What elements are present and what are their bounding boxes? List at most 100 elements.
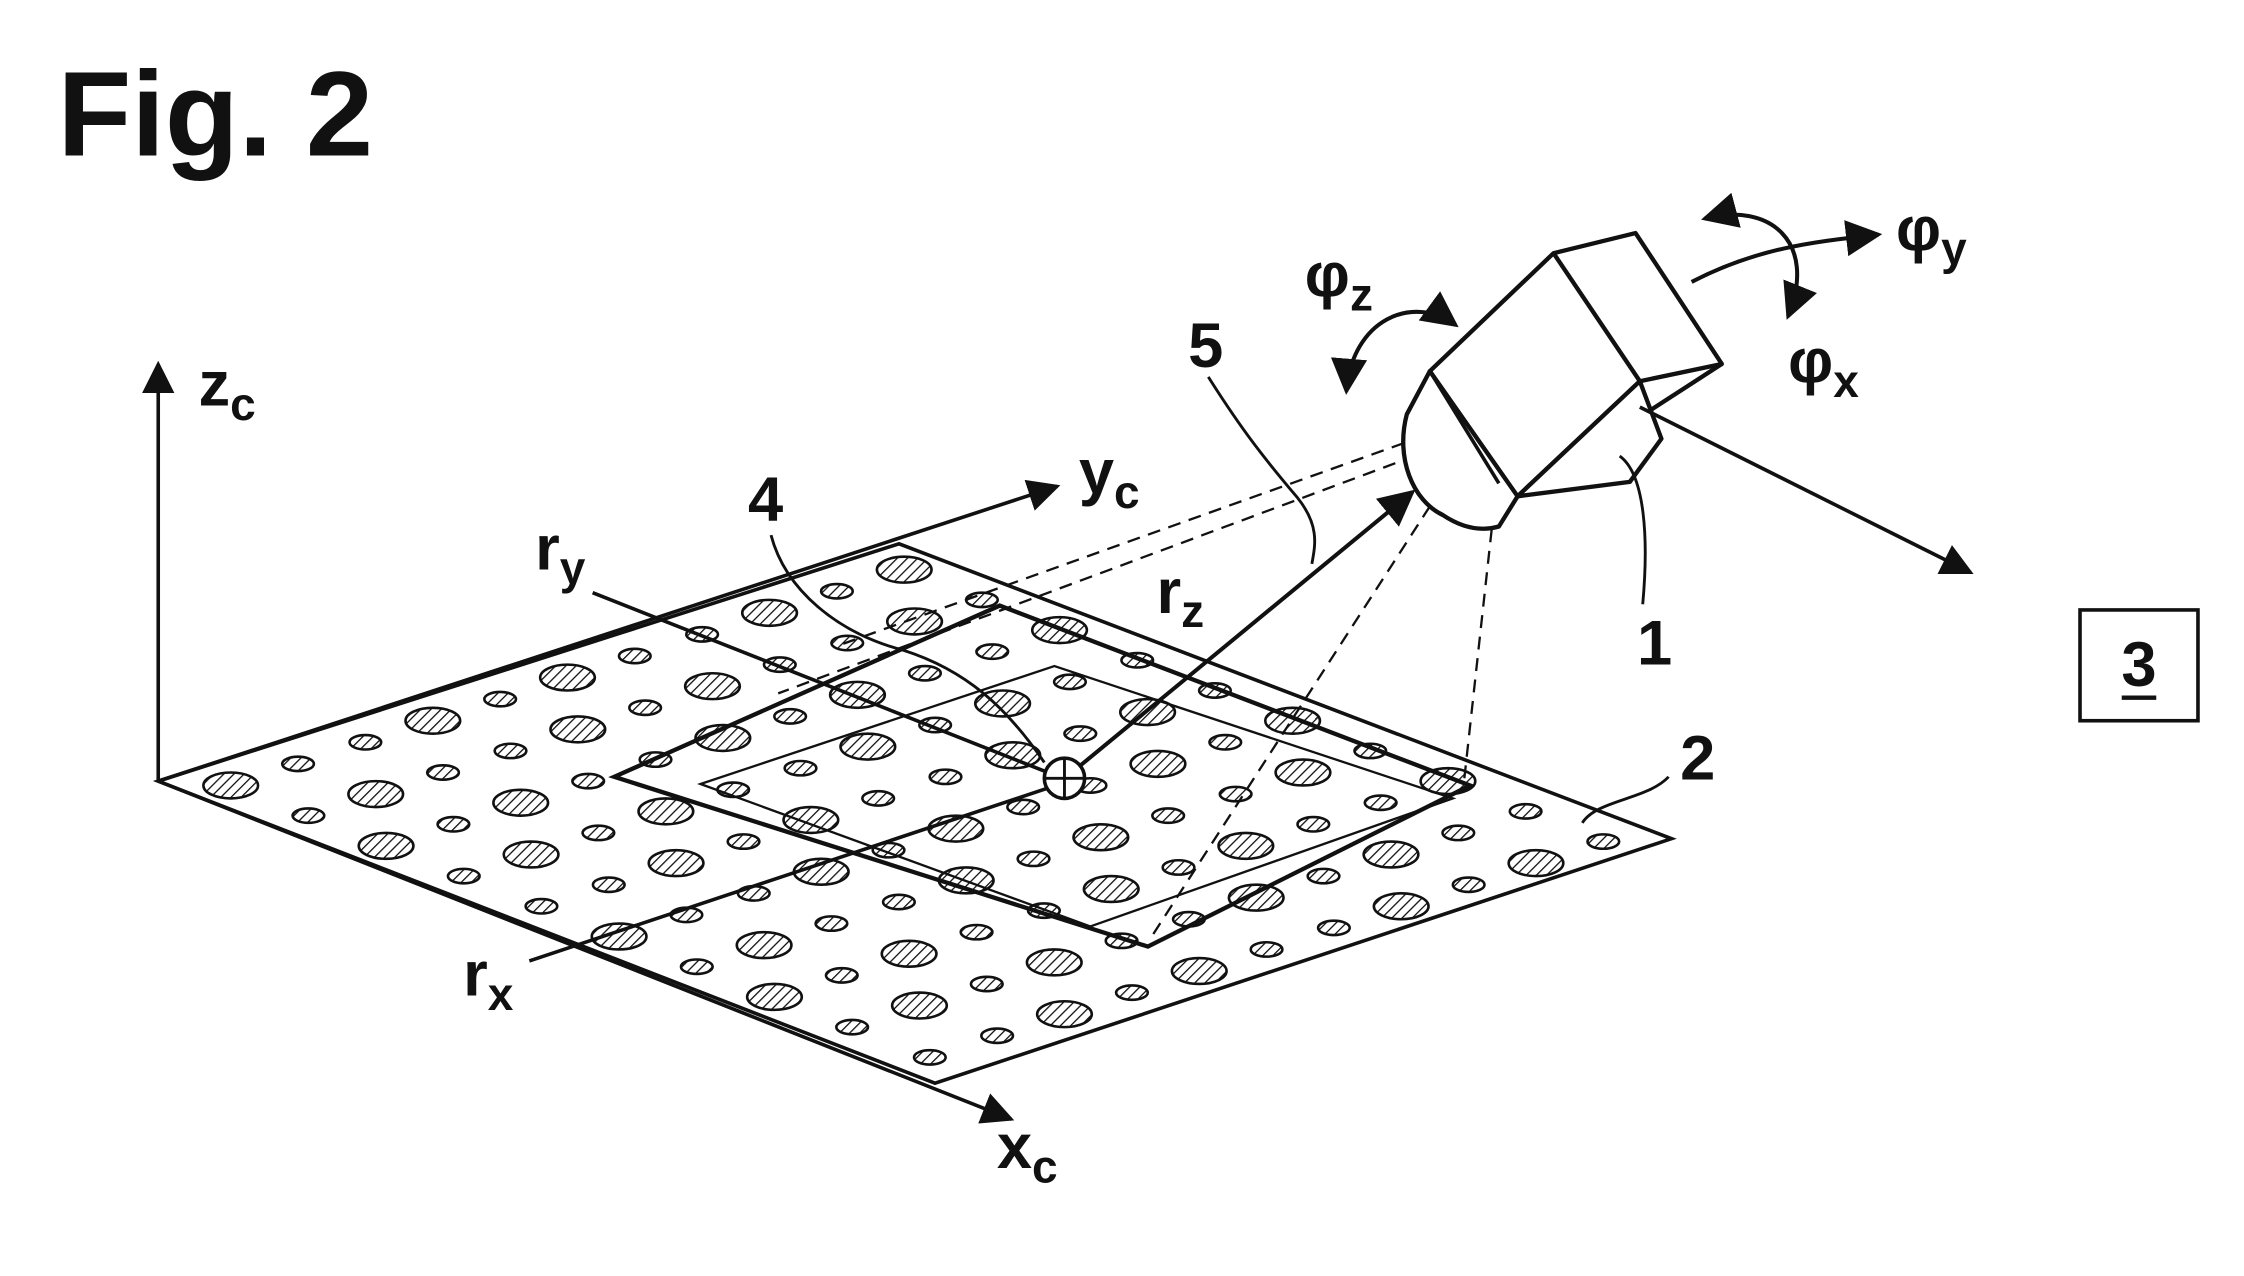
plate-dot: [814, 915, 849, 933]
plate-dot: [492, 788, 550, 817]
plate-dot: [425, 764, 461, 781]
plate-dot: [918, 716, 953, 734]
plate-dot: [1072, 822, 1130, 852]
y-axis-label: yc: [1079, 437, 1140, 517]
plate-dot: [980, 1027, 1015, 1045]
plate-dot: [571, 772, 606, 790]
plate-dot: [880, 939, 938, 969]
phi-x-label: φx: [1788, 327, 1859, 407]
field-of-view-outer: [608, 603, 1476, 949]
plate-dot: [1586, 833, 1621, 851]
plate-dot: [773, 707, 808, 725]
plate-dot: [202, 771, 260, 800]
r-x-label: rx: [463, 939, 514, 1019]
figure-title: Fig. 2: [58, 46, 374, 181]
plate-dot: [679, 958, 714, 976]
plate-dot: [839, 732, 897, 761]
vector-r-y: [591, 591, 1045, 773]
rotation-phi-x-arrow: [1701, 192, 1818, 320]
phi-y-label: φy: [1896, 194, 1967, 274]
plate-dot: [861, 789, 896, 807]
plate-dot: [881, 893, 917, 911]
plate-dot: [291, 807, 326, 825]
plate-dot: [1227, 883, 1285, 912]
calibration-plate: [152, 541, 1677, 1086]
plate-dot: [1063, 725, 1098, 743]
plate-dot: [1441, 824, 1476, 842]
plate-dot: [617, 647, 652, 665]
plate-dot: [280, 755, 316, 773]
plate-dot: [524, 897, 559, 915]
plate-dot: [1507, 848, 1565, 878]
plate-dot: [1306, 867, 1341, 885]
leader-lines: [769, 376, 1670, 824]
plate-dot: [647, 848, 705, 878]
plate-dot: [483, 690, 518, 708]
plate-dot: [628, 699, 663, 717]
plate-dot: [1249, 940, 1284, 958]
plate-dot: [1363, 794, 1398, 812]
viewing-rays: [777, 441, 1493, 939]
ref-numeral-2: 2: [1680, 724, 1715, 794]
leader-2: [1581, 775, 1670, 824]
plate-dot: [1006, 798, 1041, 816]
plate-dot: [581, 824, 616, 842]
plate-dot: [959, 923, 994, 941]
ref-numeral-4: 4: [748, 465, 783, 535]
plate-dot: [1151, 807, 1186, 825]
plate-dot: [1161, 858, 1196, 876]
camera-lens: [1401, 368, 1520, 531]
plate-dot: [1451, 876, 1486, 894]
plate-dot: [357, 831, 415, 861]
ref-numeral-1: 1: [1637, 609, 1672, 679]
ref-numeral-5: 5: [1188, 311, 1223, 381]
plate-dot: [493, 742, 528, 760]
plate-dot: [890, 991, 949, 1020]
z-axis-label: zc: [199, 350, 256, 430]
plate-dot: [824, 966, 859, 984]
plate-dot: [740, 598, 799, 628]
leader-1: [1618, 454, 1647, 605]
phi-z-label: φz: [1305, 240, 1373, 320]
plate-dot: [502, 840, 560, 869]
field-of-view-inner: [697, 664, 1457, 928]
plate-dot: [1016, 850, 1051, 868]
plate-dot: [745, 982, 804, 1012]
plate-dot: [549, 715, 607, 744]
plate-dot: [446, 867, 481, 885]
target-point: [1042, 756, 1087, 801]
unit-3-box: [2078, 608, 2200, 723]
plate-dot: [1052, 673, 1088, 691]
plate-dot: [1035, 999, 1094, 1029]
plate-dot: [875, 555, 933, 584]
plate-dot: [347, 779, 405, 809]
plate-dot: [1508, 802, 1543, 820]
plate-dot: [1362, 840, 1420, 869]
plate-dot: [975, 643, 1010, 661]
leader-4: [769, 534, 1046, 764]
plate-dot: [348, 733, 383, 751]
rotation-phi-z-arrow: [1330, 291, 1459, 395]
plate-dot: [912, 1048, 947, 1066]
r-z-label: rz: [1157, 557, 1205, 637]
plate-dot: [964, 591, 1000, 609]
plate-dot: [1218, 785, 1253, 803]
plate-dot: [1353, 742, 1388, 760]
vector-r-z: [1077, 489, 1416, 769]
plate-dot: [783, 759, 818, 777]
plate-dot: [969, 975, 1004, 993]
plate-dot: [885, 607, 944, 636]
plate-dot: [1170, 956, 1228, 986]
plate-dot: [782, 805, 840, 835]
plate-dot-grid: [202, 555, 1621, 1066]
x-axis-label: xc: [997, 1112, 1058, 1192]
plate-dot: [683, 671, 742, 701]
camera-mount: [1515, 379, 1664, 499]
plate-dot: [436, 815, 471, 833]
plate-dot: [726, 833, 761, 851]
plate-dot: [694, 723, 752, 753]
plate-dot: [928, 768, 963, 786]
plate-dot: [538, 663, 597, 692]
plate-dot: [1129, 749, 1187, 779]
plate-dot: [835, 1018, 870, 1036]
